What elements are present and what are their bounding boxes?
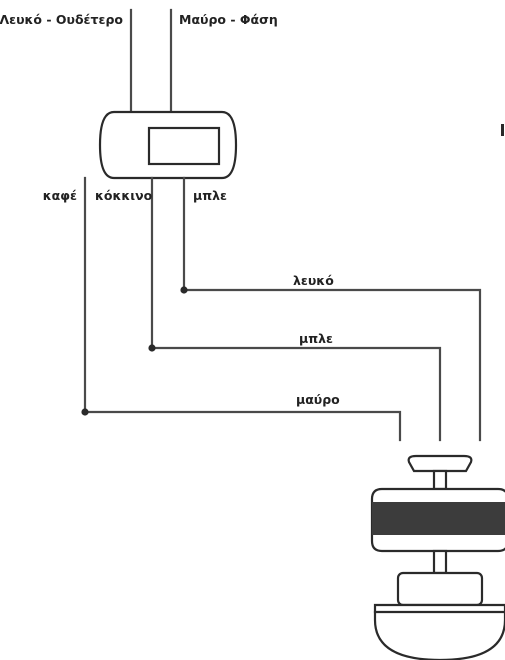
fan-canopy (407, 454, 473, 473)
fan-downrod-bottom (432, 549, 448, 575)
wire-blue-to-white (182, 176, 482, 442)
label-wire-blue-fan: μπλε (299, 331, 333, 346)
wire-red-to-blue (150, 176, 442, 442)
controller-window (147, 126, 221, 166)
label-wire-blue-controller: μπλε (193, 188, 227, 203)
junction-dot-blue (180, 286, 188, 294)
fan-light-bowl (373, 603, 505, 660)
ceiling-fan-icon (370, 454, 505, 660)
label-wire-black: μαύρο (296, 392, 340, 407)
label-phase-input: Μαύρο - Φάση (179, 12, 278, 27)
fan-downrod-top (432, 469, 448, 491)
wire-brown-to-black (83, 176, 402, 442)
controller-box (98, 110, 238, 180)
label-neutral-input: Λευκό - Ουδέτερο (0, 12, 123, 27)
label-wire-white: λευκό (293, 273, 334, 288)
edge-mark (501, 124, 504, 136)
label-wire-red: κόκκινο (95, 188, 153, 203)
fan-motor-band (372, 502, 505, 535)
label-wire-brown: καφέ (43, 188, 77, 203)
fan-switch-housing (396, 571, 484, 607)
junction-dot-red (148, 344, 156, 352)
junction-dot-brown (81, 408, 89, 416)
